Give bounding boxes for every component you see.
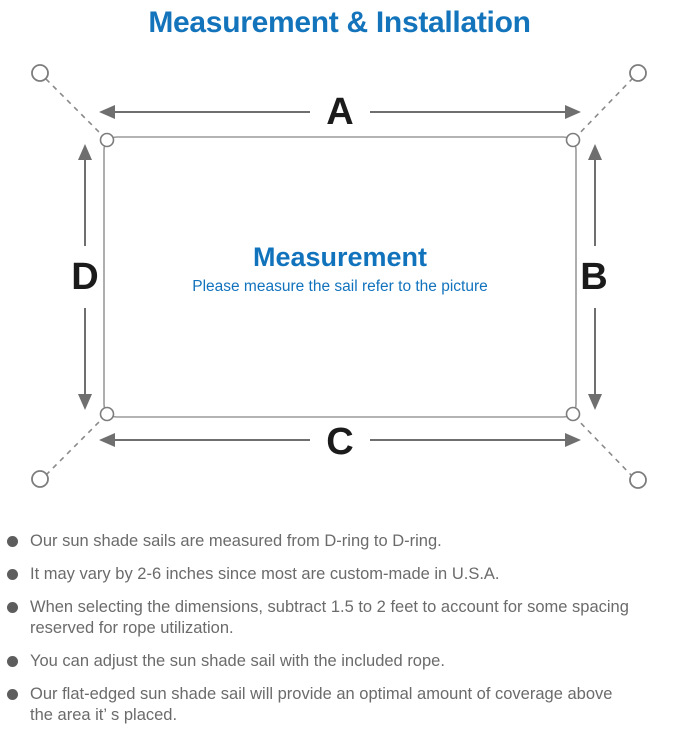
- bullet-icon: [7, 602, 18, 613]
- rope-top-right: [573, 77, 634, 140]
- label-side-d: D: [71, 256, 98, 298]
- bullet-icon: [7, 536, 18, 547]
- list-item: You can adjust the sun shade sail with t…: [0, 651, 675, 672]
- bullet-icon: [7, 689, 18, 700]
- rope-bottom-right: [573, 415, 634, 478]
- bullet-icon: [7, 656, 18, 667]
- note-text: Our flat-edged sun shade sail will provi…: [30, 685, 613, 703]
- anchor-rings: [31, 64, 647, 489]
- list-item: Our sun shade sails are measured from D-…: [0, 531, 675, 552]
- note-text: You can adjust the sun shade sail with t…: [30, 652, 445, 670]
- note-text: Our sun shade sails are measured from D-…: [30, 532, 442, 550]
- sail-measurement-svg: A C D B Measurement Please measure the s…: [31, 64, 647, 489]
- note-text: the area it’ s placed.: [30, 706, 178, 724]
- measurement-diagram: A C D B Measurement Please measure the s…: [0, 50, 679, 505]
- d-ring-icon: [99, 132, 115, 148]
- rope-top-left: [44, 77, 107, 140]
- sail-outline: [103, 136, 577, 418]
- page-title: Measurement & Installation: [148, 6, 531, 39]
- rope-bottom-left: [44, 414, 107, 477]
- anchor-ring-icon: [629, 64, 647, 82]
- d-ring-icon: [565, 406, 581, 422]
- measure-arrows: [78, 105, 602, 447]
- anchor-ring-icon: [31, 64, 49, 82]
- side-labels: A C D B: [71, 91, 607, 463]
- notes-list: Our sun shade sails are measured from D-…: [0, 531, 679, 726]
- anchor-ring-icon: [31, 470, 49, 488]
- label-side-c: C: [326, 421, 353, 463]
- anchor-ring-icon: [629, 471, 647, 489]
- center-subtitle: Please measure the sail refer to the pic…: [192, 278, 488, 295]
- list-item: It may vary by 2-6 inches since most are…: [0, 564, 675, 585]
- label-side-b: B: [580, 256, 607, 298]
- note-text: When selecting the dimensions, subtract …: [30, 598, 629, 616]
- bullet-icon: [7, 569, 18, 580]
- note-text: It may vary by 2-6 inches since most are…: [30, 565, 500, 583]
- corner-rope-lines: [44, 77, 634, 478]
- d-ring-icon: [565, 132, 581, 148]
- center-title: Measurement: [253, 242, 427, 272]
- d-ring-icon: [99, 406, 115, 422]
- label-side-a: A: [326, 91, 353, 133]
- list-item: When selecting the dimensions, subtract …: [0, 597, 675, 639]
- list-item: Our flat-edged sun shade sail will provi…: [0, 684, 675, 726]
- note-text: reserved for rope utilization.: [30, 619, 234, 637]
- d-rings: [99, 132, 581, 422]
